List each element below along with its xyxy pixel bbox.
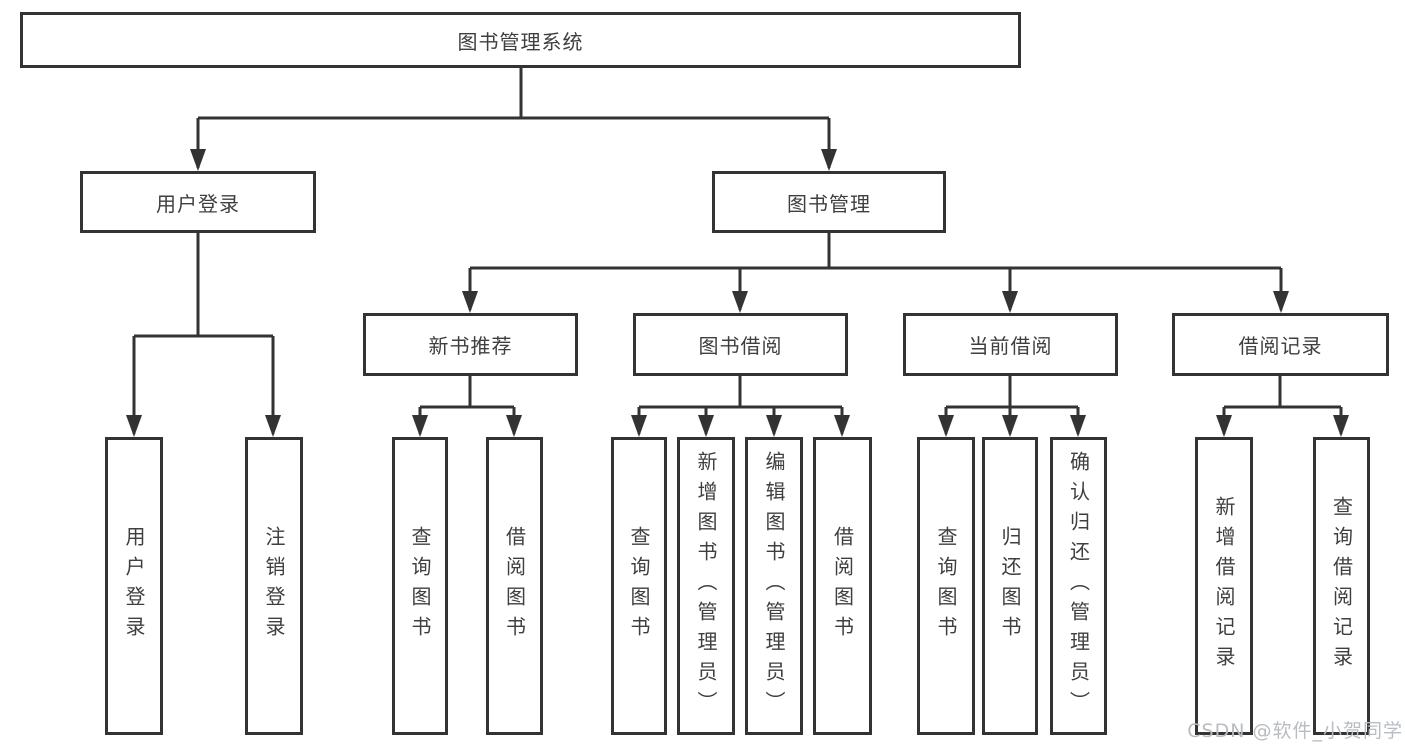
arrowhead-icon	[462, 291, 478, 313]
arrowhead-icon	[190, 149, 206, 171]
node-bb-borrow-book: 借阅图书	[813, 437, 872, 735]
node-borrow-record: 借阅记录	[1172, 313, 1389, 376]
node-book-borrow: 图书借阅	[633, 313, 848, 376]
arrowhead-icon	[766, 415, 782, 437]
arrowhead-icon	[1273, 291, 1289, 313]
node-br-query-record: 查询借阅记录	[1313, 437, 1370, 735]
node-nb-borrow-book: 借阅图书	[486, 437, 543, 735]
node-book-management: 图书管理	[712, 171, 946, 233]
arrowhead-icon	[265, 415, 281, 437]
connector-root	[196, 68, 831, 168]
arrowhead-icon	[126, 415, 142, 437]
node-bb-query-book: 查询图书	[611, 437, 667, 735]
arrowhead-icon	[698, 415, 714, 437]
node-new-book-recommend: 新书推荐	[363, 313, 578, 376]
node-root: 图书管理系统	[20, 12, 1021, 68]
arrowhead-icon	[1070, 415, 1086, 437]
node-br-add-record: 新增借阅记录	[1195, 437, 1253, 735]
arrowhead-icon	[1333, 415, 1349, 437]
csdn-watermark: CSDN @软件_小贺同学	[1187, 720, 1403, 742]
arrowhead-icon	[821, 149, 837, 171]
connector-book-borrow	[637, 376, 844, 434]
node-bb-edit-book: 编辑图书（管理员）	[745, 437, 803, 735]
arrowhead-icon	[506, 415, 522, 437]
node-logout-leaf: 注销登录	[245, 437, 303, 735]
arrowhead-icon	[412, 415, 428, 437]
arrowhead-icon	[1002, 415, 1018, 437]
connector-borrow-record	[1222, 376, 1343, 434]
arrowhead-icon	[1216, 415, 1232, 437]
node-user-login-leaf: 用户登录	[105, 437, 163, 735]
arrowhead-icon	[732, 291, 748, 313]
node-current-borrow: 当前借阅	[903, 313, 1118, 376]
node-bb-add-book: 新增图书（管理员）	[677, 437, 735, 735]
connector-user-login	[132, 233, 275, 434]
arrowhead-icon	[1002, 291, 1018, 313]
node-nb-query-book: 查询图书	[392, 437, 448, 735]
node-cb-confirm-return: 确认归还（管理员）	[1050, 437, 1107, 735]
node-cb-query-book: 查询图书	[917, 437, 975, 735]
node-cb-return-book: 归还图书	[982, 437, 1038, 735]
arrowhead-icon	[834, 415, 850, 437]
connector-book-management	[468, 233, 1283, 310]
arrowhead-icon	[631, 415, 647, 437]
node-user-login: 用户登录	[80, 171, 316, 233]
arrowhead-icon	[938, 415, 954, 437]
connector-new-book-recommend	[418, 376, 516, 434]
